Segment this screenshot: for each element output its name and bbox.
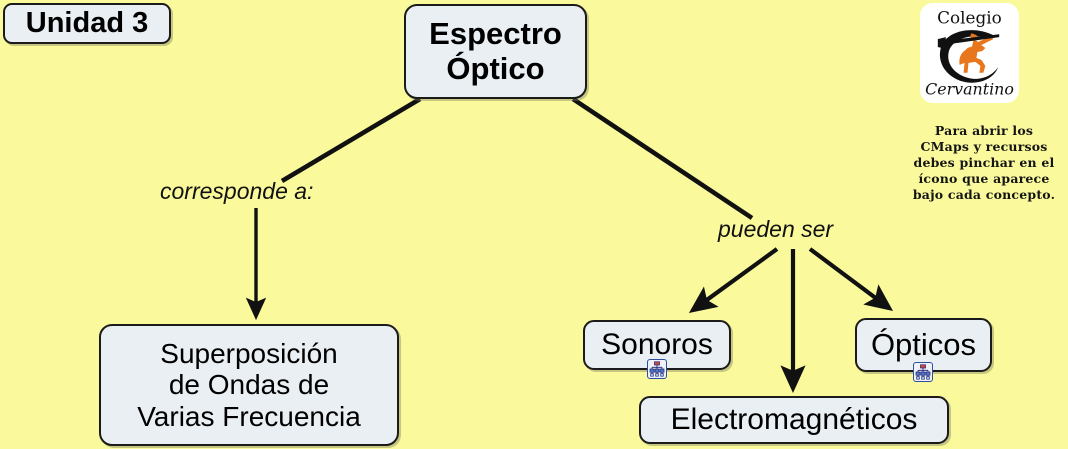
concept-node-espectro-optico[interactable]: Espectro Óptico (404, 4, 587, 99)
edge-root-to-pueden-ser (571, 97, 754, 220)
link-label-pueden-ser: pueden ser (718, 216, 834, 242)
edge-root-to-corresponde (280, 97, 422, 183)
logo-top-text: Colegio (937, 7, 1002, 27)
edge-pueden-ser-to-opticos (808, 247, 894, 312)
unit-badge[interactable]: Unidad 3 (3, 3, 171, 44)
concept-node-superposicion[interactable]: Superposición de Ondas de Varias Frecuen… (99, 324, 399, 446)
link-label-corresponde-a: corresponde a: (160, 178, 314, 204)
school-logo: Colegio Cervantino (920, 3, 1019, 103)
logo-bottom-text: Cervantino (925, 80, 1014, 99)
concept-map-icon[interactable] (647, 359, 667, 379)
concept-node-opticos[interactable]: Ópticos (855, 318, 992, 372)
concept-map-icon[interactable] (913, 362, 933, 382)
edge-pueden-ser-to-sonoros (688, 247, 779, 313)
concept-node-electromagneticos[interactable]: Electromagnéticos (639, 396, 949, 444)
concept-node-sonoros[interactable]: Sonoros (583, 320, 731, 370)
instructions-text: Para abrir los CMaps y recursos debes pi… (912, 123, 1056, 202)
